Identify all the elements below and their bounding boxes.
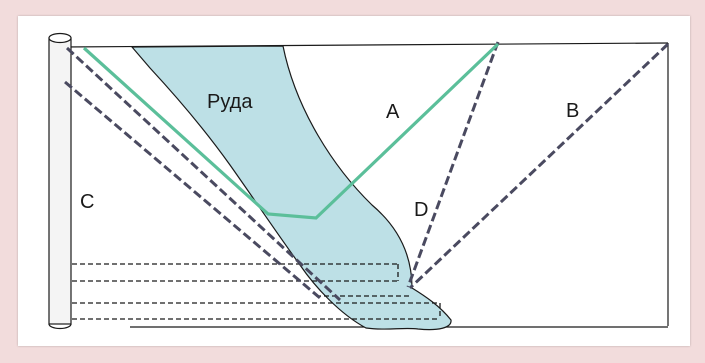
shaft-cylinder [48,32,72,330]
label-d: D [414,199,428,221]
drift-dashed-lines [72,263,441,320]
label-b: B [566,100,579,122]
label-ore: Руда [207,91,253,113]
label-c: C [80,191,94,213]
ore-body [130,45,452,331]
sliding-dashed-lines [64,41,670,302]
label-a: A [386,101,400,123]
green-boundary-line [82,42,500,220]
